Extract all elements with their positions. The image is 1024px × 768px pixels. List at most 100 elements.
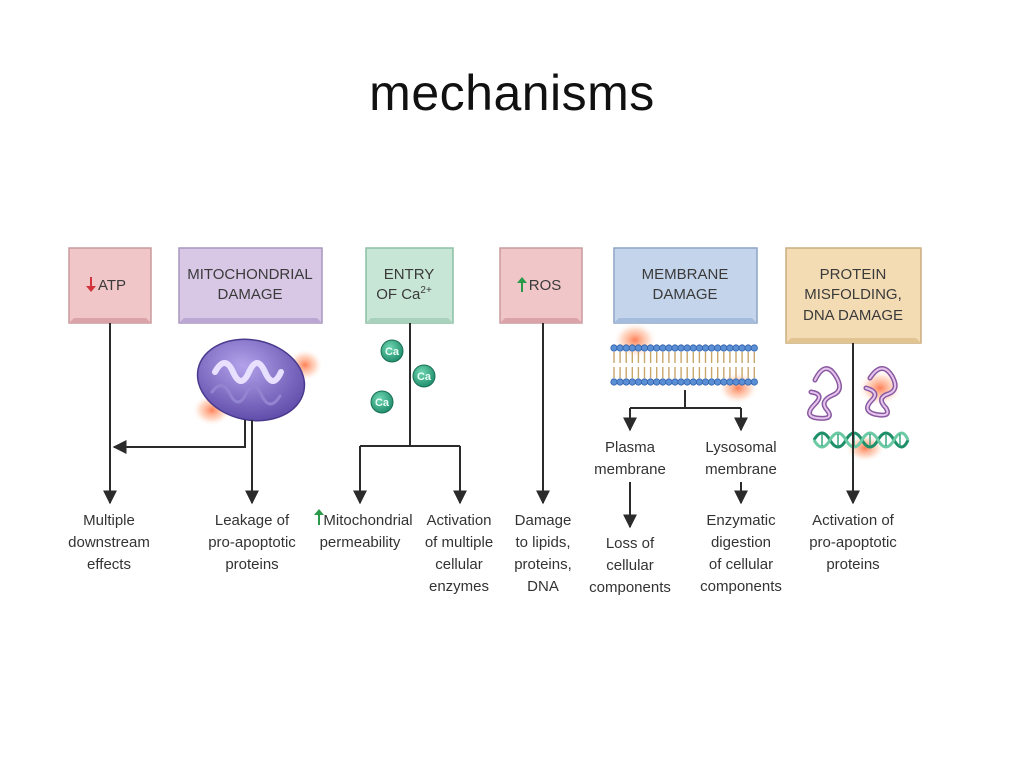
phospholipid-head bbox=[707, 344, 716, 352]
phospholipid-head bbox=[653, 344, 661, 352]
phospholipid-head bbox=[671, 378, 679, 386]
phospholipid-head bbox=[695, 378, 704, 386]
phospholipid-head bbox=[683, 344, 691, 352]
phospholipid-head bbox=[671, 344, 679, 352]
phospholipid-head bbox=[744, 344, 752, 352]
atp-label: ATP bbox=[98, 277, 126, 294]
phospholipid-head bbox=[701, 378, 710, 386]
phospholipid-head bbox=[677, 344, 685, 352]
down-arrow-icon bbox=[86, 277, 96, 292]
phospholipid-head bbox=[659, 378, 667, 386]
phospholipid-head bbox=[726, 378, 734, 386]
phospholipid-head bbox=[665, 344, 673, 352]
svg-text:Enzymatic: Enzymatic bbox=[706, 512, 776, 529]
calcium-box-line1: ENTRY bbox=[384, 266, 435, 283]
phospholipid-head bbox=[714, 344, 722, 352]
svg-text:membrane: membrane bbox=[594, 461, 666, 478]
svg-text:proteins: proteins bbox=[225, 556, 278, 573]
svg-text:cellular: cellular bbox=[435, 556, 483, 573]
mito-box-line2: DAMAGE bbox=[217, 286, 282, 303]
svg-text:components: components bbox=[589, 579, 671, 596]
svg-text:pro-apoptotic: pro-apoptotic bbox=[809, 534, 897, 551]
phospholipid-head bbox=[646, 378, 655, 386]
calcium-ions-illustration: Ca Ca Ca bbox=[370, 339, 436, 414]
svg-text:DNA: DNA bbox=[527, 578, 559, 595]
outcome-activation-enzymes: Activation of multiple cellular enzymes bbox=[425, 512, 493, 595]
connector-lines bbox=[103, 323, 860, 529]
outcome-damage-lipids-proteins-dna: Damage to lipids, proteins, DNA bbox=[514, 512, 572, 595]
svg-text:Mitochondrial: Mitochondrial bbox=[323, 512, 412, 529]
phospholipid-head bbox=[640, 344, 649, 352]
ros-box: ROS bbox=[499, 247, 583, 324]
lipid-bilayer-illustration bbox=[610, 322, 758, 404]
phospholipid-head bbox=[750, 378, 758, 386]
phospholipid-head bbox=[665, 378, 673, 386]
calcium-box-line2: OF Ca2+ bbox=[376, 285, 432, 303]
phospholipid-head bbox=[695, 344, 704, 352]
svg-text:membrane: membrane bbox=[705, 461, 777, 478]
ros-label: ROS bbox=[529, 277, 562, 294]
phospholipid-head bbox=[738, 344, 746, 352]
mitochondrial-damage-box: MITOCHONDRIAL DAMAGE bbox=[178, 247, 323, 324]
phospholipid-head bbox=[677, 378, 685, 386]
svg-text:pro-apoptotic: pro-apoptotic bbox=[208, 534, 296, 551]
svg-text:Ca: Ca bbox=[375, 397, 390, 409]
phospholipid-head bbox=[653, 378, 661, 386]
svg-text:Activation: Activation bbox=[426, 512, 491, 529]
phospholipid-head bbox=[616, 344, 624, 352]
outcome-loss-cellular-components: Loss of cellular components bbox=[589, 535, 671, 596]
dna-helix-icon bbox=[812, 431, 910, 449]
protein-misfolding-box: PROTEIN MISFOLDING, DNA DAMAGE bbox=[785, 247, 922, 344]
svg-text:effects: effects bbox=[87, 556, 131, 573]
svg-text:to lipids,: to lipids, bbox=[515, 534, 570, 551]
phospholipid-head bbox=[720, 344, 728, 352]
svg-text:Multiple: Multiple bbox=[83, 512, 135, 529]
phospholipid-head bbox=[744, 378, 752, 386]
svg-text:enzymes: enzymes bbox=[429, 578, 489, 595]
protein-box-line2: MISFOLDING, bbox=[804, 286, 902, 303]
outcome-enzymatic-digestion: Enzymatic digestion of cellular componen… bbox=[700, 512, 782, 595]
calcium-entry-box: ENTRY OF Ca2+ bbox=[365, 247, 454, 324]
phospholipid-head bbox=[738, 378, 746, 386]
phospholipid-head bbox=[732, 378, 740, 386]
up-arrow-icon bbox=[517, 277, 527, 292]
plasma-membrane-label: Plasma membrane bbox=[594, 439, 666, 478]
svg-text:Leakage of: Leakage of bbox=[215, 512, 290, 529]
phospholipid-head bbox=[701, 344, 710, 352]
calcium-ion: Ca bbox=[412, 364, 436, 388]
phospholipid-head bbox=[750, 344, 758, 352]
phospholipid-head bbox=[646, 344, 655, 352]
mitochondrion-illustration bbox=[192, 338, 323, 426]
phospholipid-head bbox=[726, 344, 734, 352]
svg-text:proteins: proteins bbox=[826, 556, 879, 573]
svg-text:components: components bbox=[700, 578, 782, 595]
phospholipid-head bbox=[659, 344, 667, 352]
phospholipid-head bbox=[628, 378, 636, 386]
svg-text:of cellular: of cellular bbox=[709, 556, 773, 573]
svg-text:permeability: permeability bbox=[320, 534, 401, 551]
phospholipid-head bbox=[616, 378, 624, 386]
phospholipid-head bbox=[707, 378, 716, 386]
phospholipid-head bbox=[732, 344, 740, 352]
phospholipid-head bbox=[689, 344, 697, 352]
phospholipid-head bbox=[689, 378, 697, 386]
outcome-multiple-downstream-effects: Multiple downstream effects bbox=[68, 512, 150, 573]
svg-text:Lysosomal: Lysosomal bbox=[705, 439, 776, 456]
protein-box-line3: DNA DAMAGE bbox=[803, 307, 903, 324]
outcome-activation-pro-apoptotic: Activation of pro-apoptotic proteins bbox=[809, 512, 897, 573]
phospholipid-head bbox=[720, 378, 728, 386]
outcome-mitochondrial-permeability: Mitochondrial permeability bbox=[314, 509, 413, 551]
outcome-leakage-pro-apoptotic: Leakage of pro-apoptotic proteins bbox=[208, 512, 296, 573]
svg-text:downstream: downstream bbox=[68, 534, 150, 551]
phospholipid-head bbox=[714, 378, 722, 386]
phospholipid-head bbox=[628, 344, 636, 352]
phospholipid-head bbox=[683, 378, 691, 386]
phospholipid-head bbox=[622, 378, 630, 386]
phospholipid-head bbox=[610, 344, 618, 352]
membrane-box-line1: MEMBRANE bbox=[642, 266, 729, 283]
phospholipid-head bbox=[640, 378, 649, 386]
svg-text:digestion: digestion bbox=[711, 534, 771, 551]
svg-text:Plasma: Plasma bbox=[605, 439, 656, 456]
membrane-box-line2: DAMAGE bbox=[652, 286, 717, 303]
misfolded-protein-icon bbox=[807, 366, 842, 421]
